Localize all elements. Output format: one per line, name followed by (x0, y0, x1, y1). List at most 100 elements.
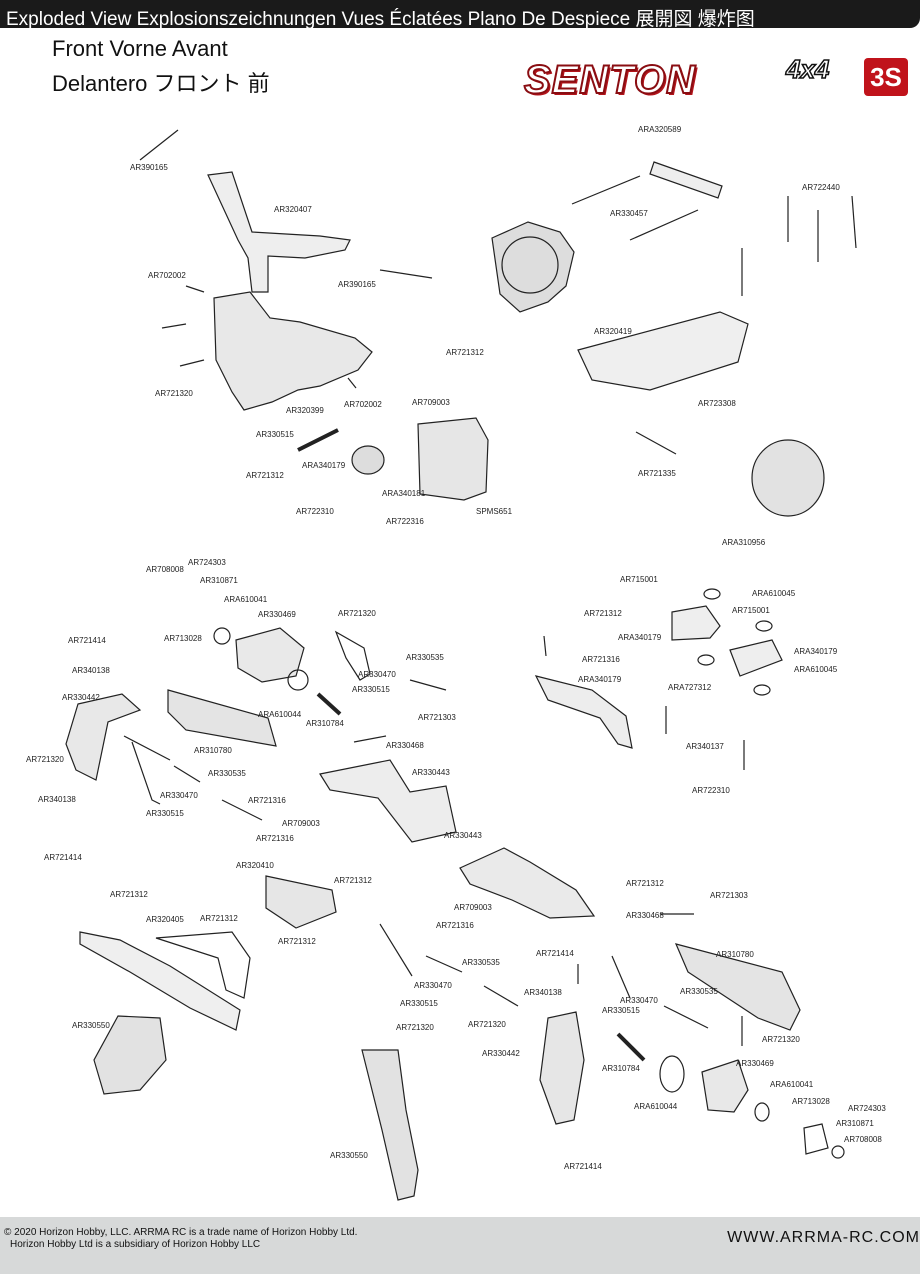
part-label: AR722440 (802, 183, 840, 192)
part-label: AR721414 (536, 949, 574, 958)
part-label: AR320419 (594, 327, 632, 336)
part-label: AR721312 (626, 879, 664, 888)
part-label: AR709003 (412, 398, 450, 407)
website-url: WWW.ARRMA-RC.COM (727, 1229, 920, 1246)
part-label: AR721312 (446, 348, 484, 357)
part-label: AR310780 (716, 950, 754, 959)
part-label: AR708008 (146, 565, 184, 574)
part-label: ARA610044 (634, 1102, 678, 1111)
part-label: AR721316 (436, 921, 474, 930)
part-label: AR721414 (68, 636, 106, 645)
part-label: AR330468 (386, 741, 424, 750)
section-heading-line1: Front Vorne Avant (52, 36, 228, 61)
logo-badge: 3S (864, 58, 908, 96)
part-label: AR310784 (306, 719, 344, 728)
part-label: AR721414 (564, 1162, 602, 1171)
footer: © 2020 Horizon Hobby, LLC. ARRMA RC is a… (0, 1217, 920, 1274)
part-label: AR721316 (256, 834, 294, 843)
part-label: AR330443 (412, 768, 450, 777)
part-label: AR721320 (155, 389, 193, 398)
part-label: AR330515 (146, 809, 184, 818)
part-label: AR724303 (188, 558, 226, 567)
part-label: AR330470 (620, 996, 658, 1005)
part-label: ARA610045 (794, 665, 838, 674)
part-label: AR330470 (160, 791, 198, 800)
part-label: AR330535 (208, 769, 246, 778)
part-label: AR722316 (386, 517, 424, 526)
part-label: ARA310956 (722, 538, 766, 547)
part-label: AR721414 (44, 853, 82, 862)
part-label: AR721320 (762, 1035, 800, 1044)
part-label: AR330457 (610, 209, 648, 218)
part-label: AR330470 (414, 981, 452, 990)
section-heading-line2: Delantero フロント 前 (52, 71, 270, 96)
part-label: AR330442 (482, 1049, 520, 1058)
part-label: AR320405 (146, 915, 184, 924)
logo-drive: 4x4 (785, 53, 830, 85)
part-label: AR721303 (710, 891, 748, 900)
part-label: AR310784 (602, 1064, 640, 1073)
part-label: AR702002 (148, 271, 186, 280)
part-label: ARA340179 (794, 647, 838, 656)
part-label: AR330550 (72, 1021, 110, 1030)
part-drawings (65, 129, 857, 1201)
part-label: AR330469 (258, 610, 296, 619)
logo-brand: SENTON (523, 57, 696, 103)
part-labels: AR390165AR320407AR390165AR702002AR721320… (26, 125, 886, 1171)
part-label: ARA340179 (302, 461, 346, 470)
part-label: ARA610044 (258, 710, 302, 719)
part-label: AR330469 (736, 1059, 774, 1068)
part-label: ARA610041 (224, 595, 268, 604)
part-label: AR721312 (584, 609, 622, 618)
part-label: AR330535 (406, 653, 444, 662)
part-label: AR330535 (462, 958, 500, 967)
part-label: ARA340179 (618, 633, 662, 642)
part-label: SPMS651 (476, 507, 513, 516)
part-label: AR721312 (334, 876, 372, 885)
part-label: AR724303 (848, 1104, 886, 1113)
part-label: AR390165 (130, 163, 168, 172)
part-label: AR709003 (454, 903, 492, 912)
part-label: AR320410 (236, 861, 274, 870)
part-label: AR330468 (626, 911, 664, 920)
senton-logo: SENTON 4x4 3S (523, 53, 914, 104)
part-label: AR721320 (396, 1023, 434, 1032)
part-label: AR721312 (110, 890, 148, 899)
part-label: ARA320589 (638, 125, 682, 134)
header-title: Exploded View Explosionszeichnungen Vues… (6, 9, 755, 30)
part-label: AR721312 (246, 471, 284, 480)
part-label: AR330470 (358, 670, 396, 679)
part-label: AR721312 (200, 914, 238, 923)
part-label: AR310871 (836, 1119, 874, 1128)
part-label: AR713028 (792, 1097, 830, 1106)
part-label: AR390165 (338, 280, 376, 289)
part-label: AR708008 (844, 1135, 882, 1144)
part-label: AR721316 (248, 796, 286, 805)
part-label: AR721316 (582, 655, 620, 664)
part-label: AR330442 (62, 693, 100, 702)
part-label: ARA340181 (382, 489, 426, 498)
copyright-line1: © 2020 Horizon Hobby, LLC. ARRMA RC is a… (4, 1227, 358, 1238)
part-label: AR340137 (686, 742, 724, 751)
part-label: AR722310 (296, 507, 334, 516)
part-label: AR721303 (418, 713, 456, 722)
part-label: AR330515 (400, 999, 438, 1008)
part-label: AR330515 (256, 430, 294, 439)
part-label: AR310871 (200, 576, 238, 585)
part-label: AR713028 (164, 634, 202, 643)
part-label: ARA610045 (752, 589, 796, 598)
part-label: AR320407 (274, 205, 312, 214)
part-label: AR702002 (344, 400, 382, 409)
part-label: AR715001 (620, 575, 658, 584)
part-label: AR721312 (278, 937, 316, 946)
part-label: AR721320 (338, 609, 376, 618)
part-label: AR721320 (468, 1020, 506, 1029)
part-label: AR723308 (698, 399, 736, 408)
part-label: AR330515 (352, 685, 390, 694)
part-label: AR330443 (444, 831, 482, 840)
exploded-view-diagram: AR390165AR320407AR390165AR702002AR721320… (26, 125, 886, 1201)
header-bar: Exploded View Explosionszeichnungen Vues… (0, 0, 920, 30)
part-label: ARA610041 (770, 1080, 814, 1089)
part-label: AR722310 (692, 786, 730, 795)
part-label: AR340138 (72, 666, 110, 675)
